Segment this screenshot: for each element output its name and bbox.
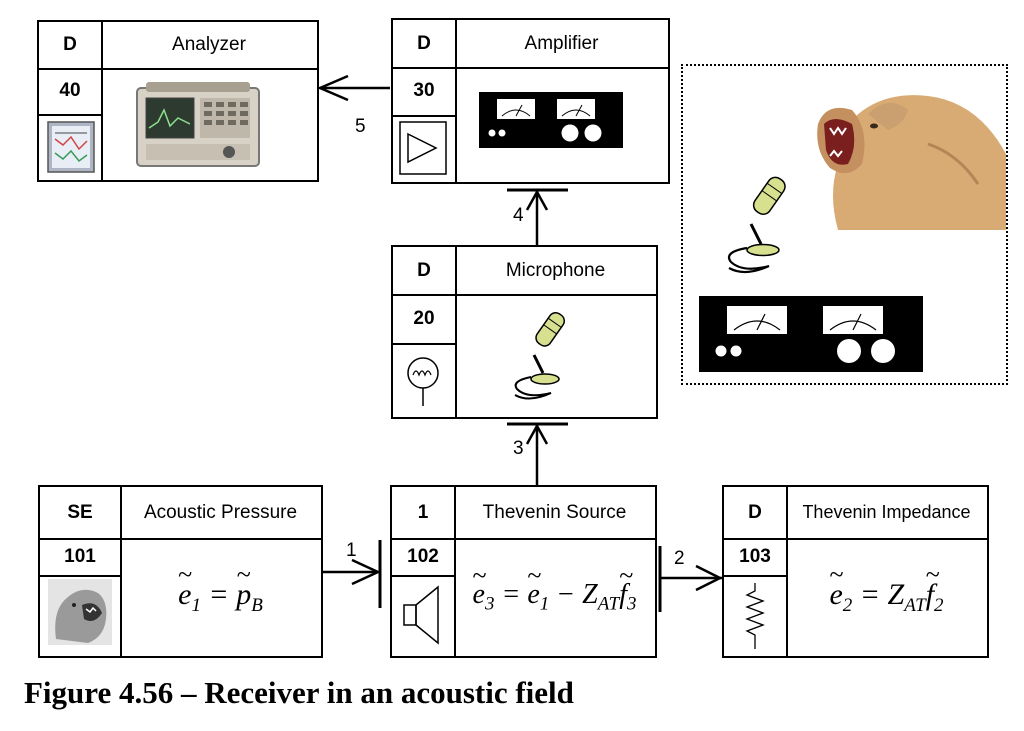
thevenin-impedance-block: D Thevenin Impedance 103 e2 = ZATf2 xyxy=(722,485,989,658)
bond-4-arrowhead xyxy=(525,189,549,211)
equation-e1: e1 = pB xyxy=(120,538,321,656)
bond-label-5: 5 xyxy=(355,116,366,137)
microphone-block: D Microphone 20 xyxy=(391,245,658,419)
amplifier-panel-illustration-icon xyxy=(699,296,923,372)
acoustic-pressure-block: SE Acoustic Pressure 101 e1 = pB xyxy=(38,485,323,658)
block-type: D xyxy=(748,501,762,523)
block-name: Thevenin Impedance xyxy=(802,502,971,522)
block-number: 30 xyxy=(413,80,435,101)
amplifier-triangle-icon xyxy=(399,121,447,175)
block-name: Analyzer xyxy=(172,34,246,55)
analyzer-block: D Analyzer 40 xyxy=(37,20,319,182)
bond-1-arrowhead xyxy=(351,558,381,586)
thevenin-source-block: 1 Thevenin Source 102 e3 = e1 − ZATf3 xyxy=(390,485,657,658)
microphone-illustration-icon xyxy=(727,176,786,274)
block-name: Acoustic Pressure xyxy=(143,501,298,523)
block-number: 101 xyxy=(64,545,96,567)
block-number: 103 xyxy=(739,545,771,567)
microphone-clipart-icon xyxy=(514,312,566,400)
block-type: D xyxy=(417,259,431,281)
bond-label-3: 3 xyxy=(513,438,524,459)
lioness-photo-icon xyxy=(48,579,112,645)
analyzer-screen-icon xyxy=(47,121,95,173)
bond-5-arrowhead xyxy=(316,74,349,102)
amplifier-panel-icon xyxy=(479,92,623,148)
resistor-icon xyxy=(745,583,765,649)
block-number: 40 xyxy=(59,80,81,101)
bond-label-2: 2 xyxy=(674,548,685,569)
spectrum-analyzer-icon xyxy=(136,82,260,167)
speaker-icon xyxy=(403,585,439,645)
bond-label-4: 4 xyxy=(513,205,524,226)
bond-label-1: 1 xyxy=(346,540,357,561)
block-type: D xyxy=(417,32,431,54)
equation-e2: e2 = ZATf2 xyxy=(786,538,987,656)
block-name: Thevenin Source xyxy=(482,501,627,523)
equation-e3: e3 = e1 − ZATf3 xyxy=(454,538,655,656)
block-number: 102 xyxy=(407,545,439,567)
bond-2-arrowhead xyxy=(695,564,723,592)
block-name: Amplifier xyxy=(524,32,599,54)
lioness-illustration-icon xyxy=(817,95,1006,230)
block-type: 1 xyxy=(417,501,429,523)
block-type: SE xyxy=(67,501,93,523)
microphone-symbol-icon xyxy=(407,357,439,406)
illustration-panel xyxy=(681,64,1008,385)
block-type: D xyxy=(63,34,77,55)
figure-caption: Figure 4.56 – Receiver in an acoustic fi… xyxy=(24,675,574,710)
amplifier-block: D Amplifier 30 xyxy=(391,18,670,184)
bond-3-arrowhead xyxy=(525,423,549,445)
block-name: Microphone xyxy=(505,259,606,281)
block-number: 20 xyxy=(413,307,435,329)
